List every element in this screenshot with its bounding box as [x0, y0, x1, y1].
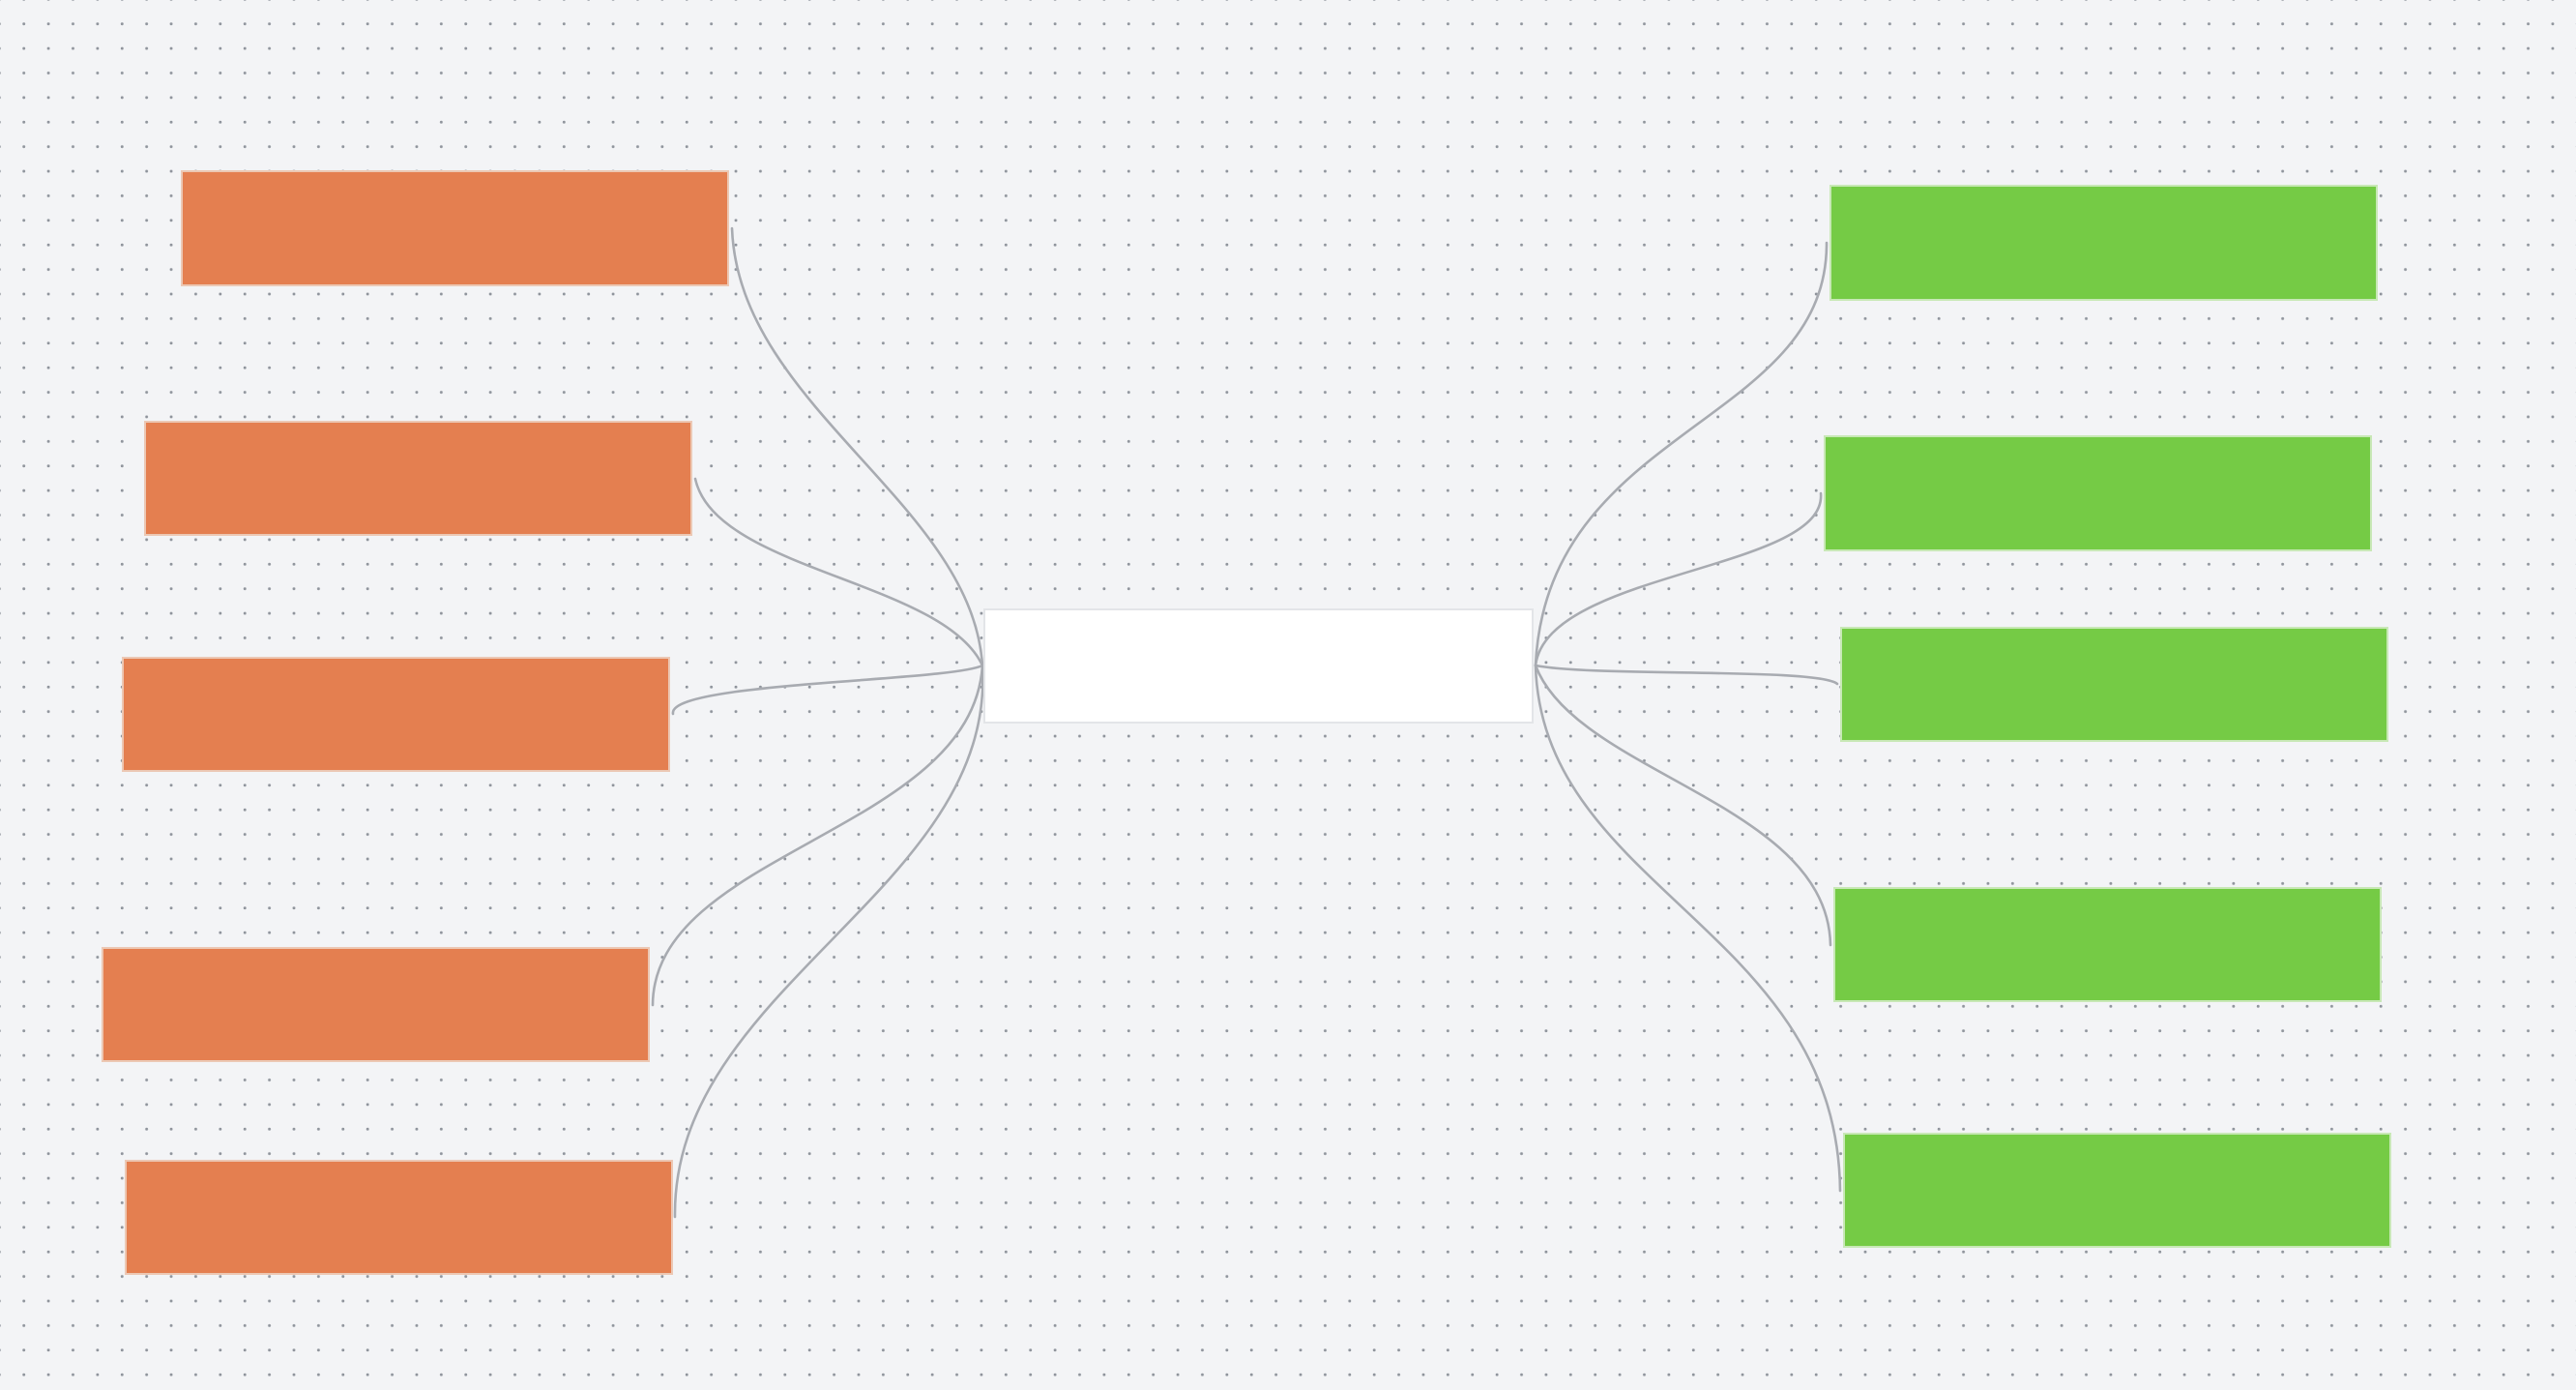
left-branch-node-1[interactable] — [181, 170, 729, 286]
connector-left-4 — [651, 664, 984, 1007]
connector-left-5 — [673, 664, 984, 1219]
connector-left-2 — [693, 477, 984, 667]
right-branch-node-1[interactable] — [1830, 185, 2378, 301]
central-topic-node[interactable] — [983, 608, 1534, 724]
connector-right-5 — [1534, 664, 1842, 1193]
connector-right-3 — [1534, 664, 1839, 686]
connector-left-1 — [730, 226, 984, 667]
connector-right-4 — [1534, 664, 1832, 947]
left-branch-node-3[interactable] — [122, 657, 670, 772]
right-branch-node-3[interactable] — [1840, 627, 2388, 742]
left-branch-node-4[interactable] — [102, 947, 650, 1062]
right-branch-node-4[interactable] — [1833, 887, 2382, 1002]
right-branch-node-2[interactable] — [1824, 435, 2372, 551]
connector-right-2 — [1534, 491, 1823, 667]
connector-left-3 — [671, 664, 984, 716]
left-branch-node-5[interactable] — [125, 1160, 673, 1275]
connector-right-1 — [1534, 241, 1829, 667]
right-branch-node-5[interactable] — [1843, 1133, 2391, 1248]
left-branch-node-2[interactable] — [144, 421, 692, 536]
